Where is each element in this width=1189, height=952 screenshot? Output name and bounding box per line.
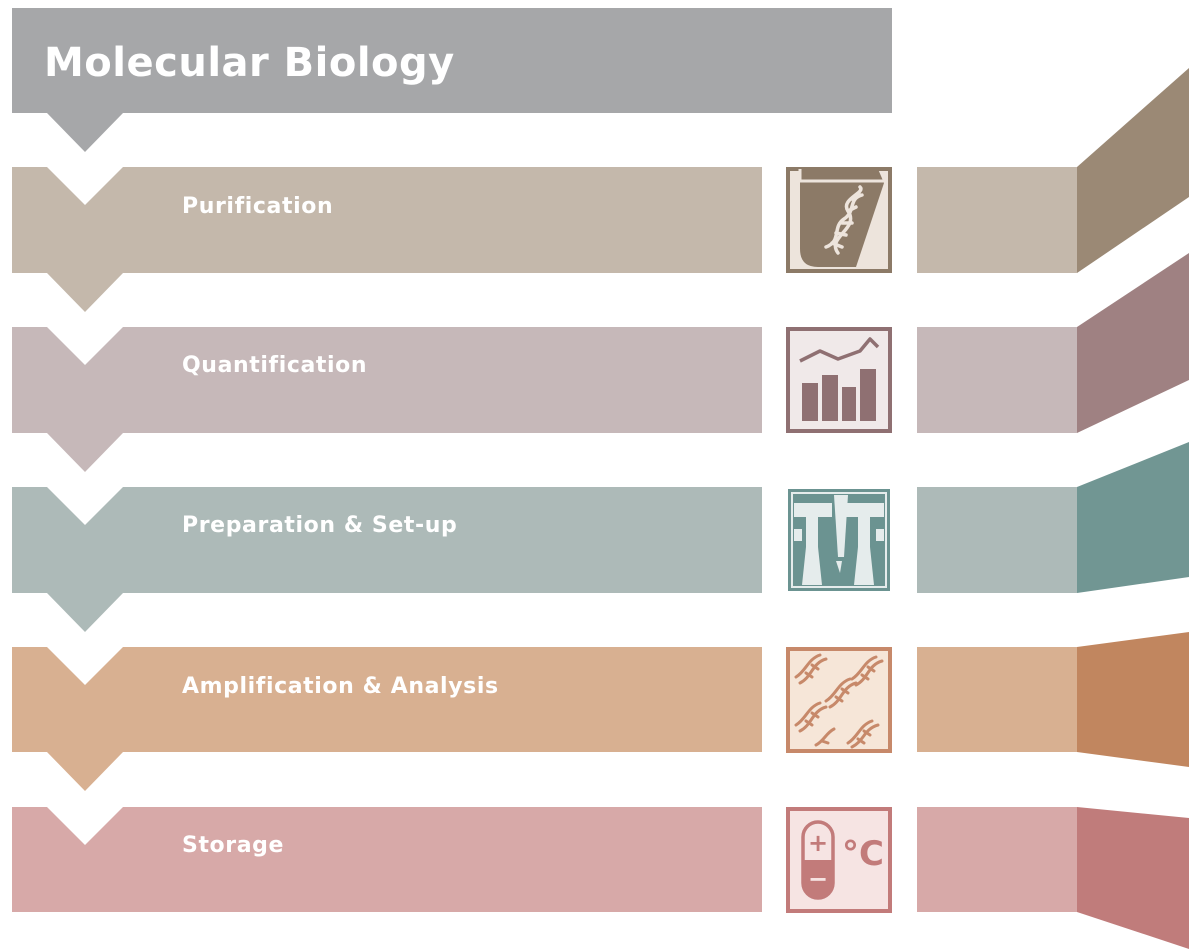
step-storage xyxy=(12,807,1189,949)
step-amplification xyxy=(12,632,1189,791)
step-label-amplification: Amplification & Analysis xyxy=(182,674,499,699)
step-band-amplification xyxy=(12,647,762,791)
step-side-panel-preparation xyxy=(917,487,1077,593)
step-band-quantification xyxy=(12,327,762,472)
step-purification xyxy=(12,68,1189,312)
step-quantification xyxy=(12,253,1189,472)
dna-strands-icon xyxy=(786,647,892,753)
step-ribbon-purification xyxy=(1077,68,1189,273)
step-ribbon-amplification xyxy=(1077,632,1189,767)
step-ribbon-storage xyxy=(1077,807,1189,949)
title-banner xyxy=(12,8,892,152)
bar-line-chart-icon xyxy=(786,327,892,433)
step-band-purification xyxy=(12,167,762,312)
step-label-quantification: Quantification xyxy=(182,353,368,378)
page-title: Molecular Biology xyxy=(44,40,455,86)
step-label-purification: Purification xyxy=(182,194,334,219)
step-side-panel-storage xyxy=(917,807,1077,912)
step-band-storage xyxy=(12,807,762,912)
step-label-preparation: Preparation & Set-up xyxy=(182,513,458,538)
pipette-rack-icon xyxy=(786,487,892,593)
step-band-preparation xyxy=(12,487,762,632)
step-label-storage: Storage xyxy=(182,833,285,858)
dna-tube-icon xyxy=(786,167,892,273)
step-preparation xyxy=(12,442,1189,632)
step-ribbon-preparation xyxy=(1077,442,1189,593)
minus-sign: − xyxy=(808,865,828,893)
step-ribbon-quantification xyxy=(1077,253,1189,433)
step-side-panel-purification xyxy=(917,167,1077,273)
plus-sign: + xyxy=(808,829,828,857)
thermometer-celsius-icon: + − °C xyxy=(786,807,892,913)
step-side-panel-amplification xyxy=(917,647,1077,752)
step-side-panel-quantification xyxy=(917,327,1077,433)
celsius-unit: °C xyxy=(842,834,884,874)
